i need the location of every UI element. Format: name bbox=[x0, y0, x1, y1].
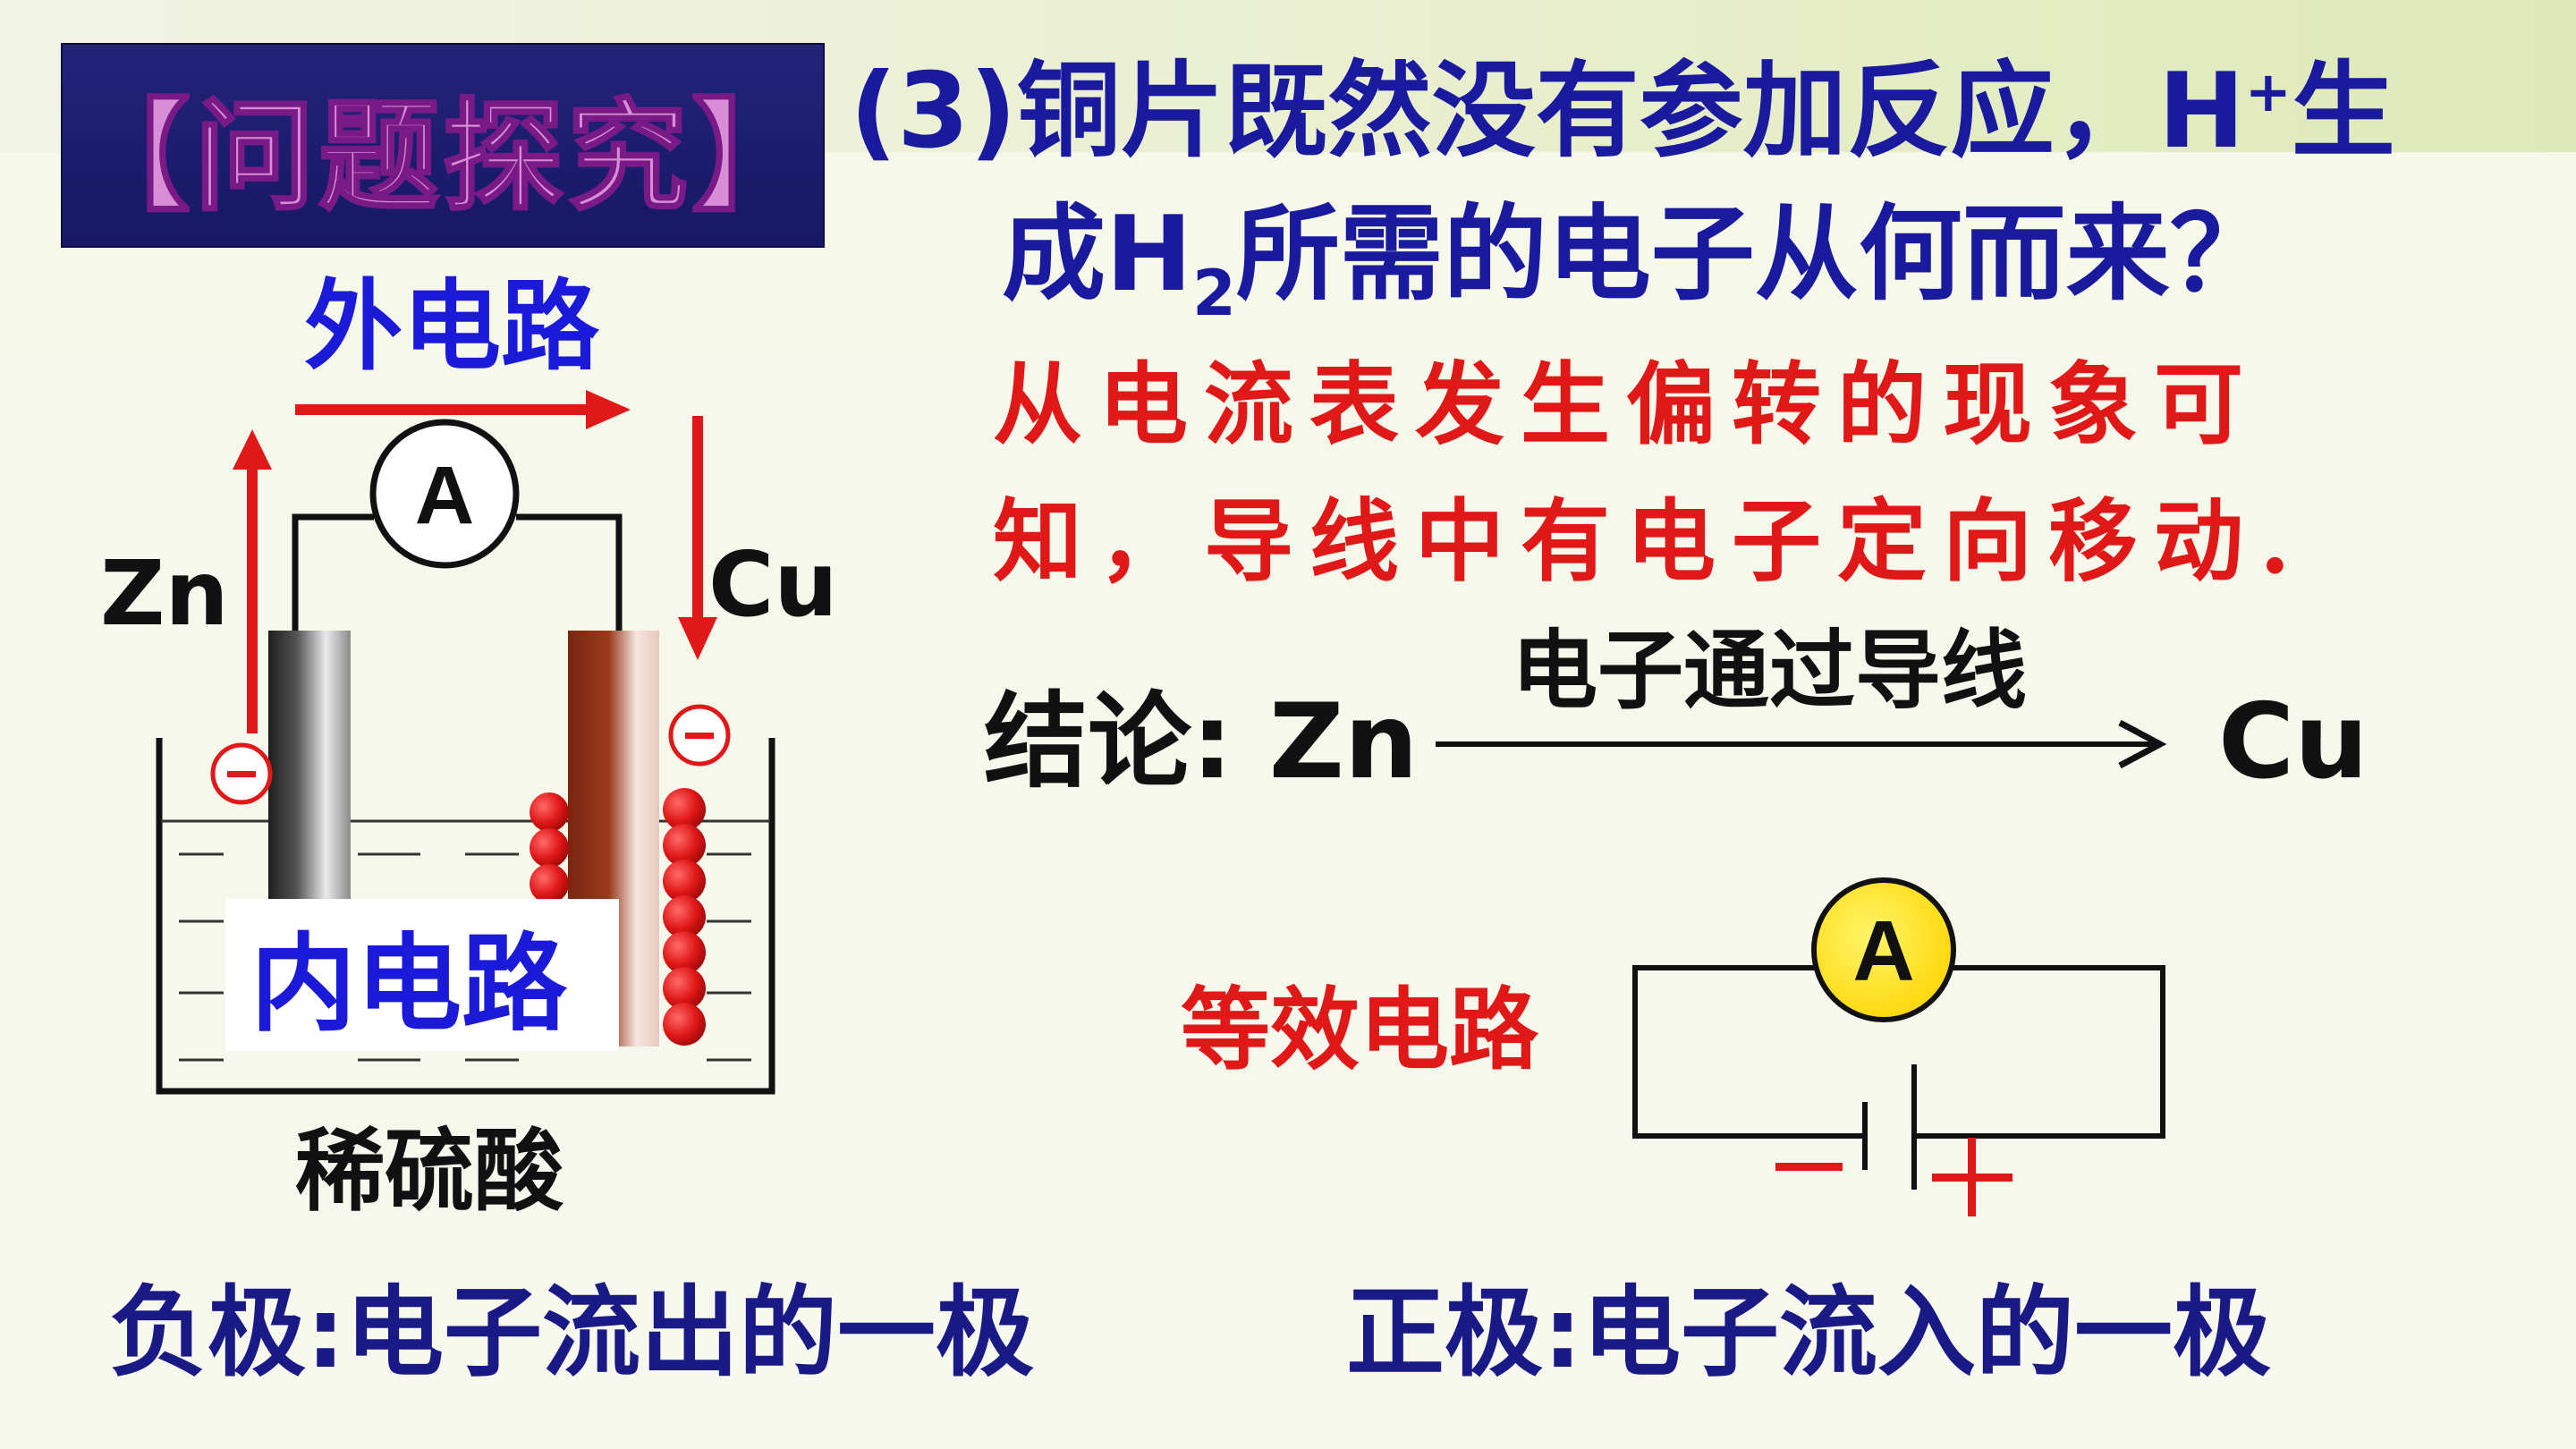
ammeter-circle bbox=[369, 419, 520, 569]
dilute-sulfuric-acid-label: 稀硫酸 bbox=[295, 1119, 564, 1224]
conclusion-copper: Cu bbox=[2218, 682, 2368, 802]
copper-label: Cu bbox=[708, 532, 838, 637]
question-line-2-prefix: 成H bbox=[1002, 194, 1193, 315]
beaker bbox=[156, 738, 775, 1095]
outer-circuit-label: 外电路 bbox=[304, 269, 599, 384]
wire-left bbox=[292, 513, 374, 631]
equivalent-ammeter-label: A bbox=[1852, 903, 1914, 999]
zn-minus-sign bbox=[227, 771, 256, 777]
ammeter-label: A bbox=[415, 450, 474, 541]
liquid-dashes bbox=[179, 852, 751, 1062]
hydrogen-ion-superscript: + bbox=[2244, 59, 2292, 124]
equivalent-circuit-label: 等效电路 bbox=[1181, 978, 1538, 1082]
wire-right bbox=[516, 513, 623, 631]
background bbox=[0, 152, 2576, 1449]
problem-tag: 【问题探究】 bbox=[61, 43, 825, 248]
question-line-1: (3)铜片既然没有参加反应，H+生 bbox=[850, 49, 2549, 174]
answer-line-1: 从电流表发生偏转的现象可 bbox=[993, 352, 2259, 457]
electron-flow-arrow-label: 电子通过导线 bbox=[1512, 621, 2027, 721]
zn-upward-arrow-head bbox=[233, 429, 272, 470]
equivalent-circuit-wire-right bbox=[1914, 965, 2165, 1139]
problem-tag-text: 【问题探究】 bbox=[69, 83, 816, 228]
zinc-label: Zn bbox=[100, 541, 229, 646]
equivalent-circuit-wire-left bbox=[1632, 965, 1865, 1139]
conclusion-label: 结论: Zn bbox=[984, 682, 1419, 802]
answer-line-2: 知，导线中有电子定向移动. bbox=[993, 488, 2307, 594]
inner-circuit-backdrop bbox=[225, 899, 619, 1051]
positive-terminal-sign-stem bbox=[1968, 1138, 1976, 1216]
hydrogen-bubbles-left bbox=[530, 792, 569, 903]
negative-terminal-sign bbox=[1775, 1163, 1843, 1171]
question-line-2-suffix: 所需的电子从何而来？ bbox=[1235, 194, 2274, 315]
equivalent-ammeter-circle bbox=[1811, 877, 1956, 1022]
inner-circuit-label: 内电路 bbox=[250, 922, 568, 1046]
hydrogen-bubbles-right bbox=[663, 788, 706, 1046]
negative-electrode-definition: 负极:电子流出的一极 bbox=[109, 1275, 1034, 1390]
hydrogen-subscript: 2 bbox=[1192, 257, 1236, 330]
question-line-1-prefix: (3)铜片既然没有参加反应，H bbox=[850, 51, 2245, 172]
electron-flow-arrow-head bbox=[2118, 719, 2167, 769]
positive-electrode-definition: 正极:电子流入的一极 bbox=[1346, 1275, 2271, 1390]
cu-minus-sign bbox=[685, 733, 714, 739]
question-line-2: 成H2所需的电子从何而来？ bbox=[1002, 192, 2522, 330]
question-line-1-suffix: 生 bbox=[2291, 51, 2395, 172]
cu-downward-arrow-head bbox=[678, 617, 717, 660]
outer-circuit-arrow-head bbox=[586, 390, 631, 429]
